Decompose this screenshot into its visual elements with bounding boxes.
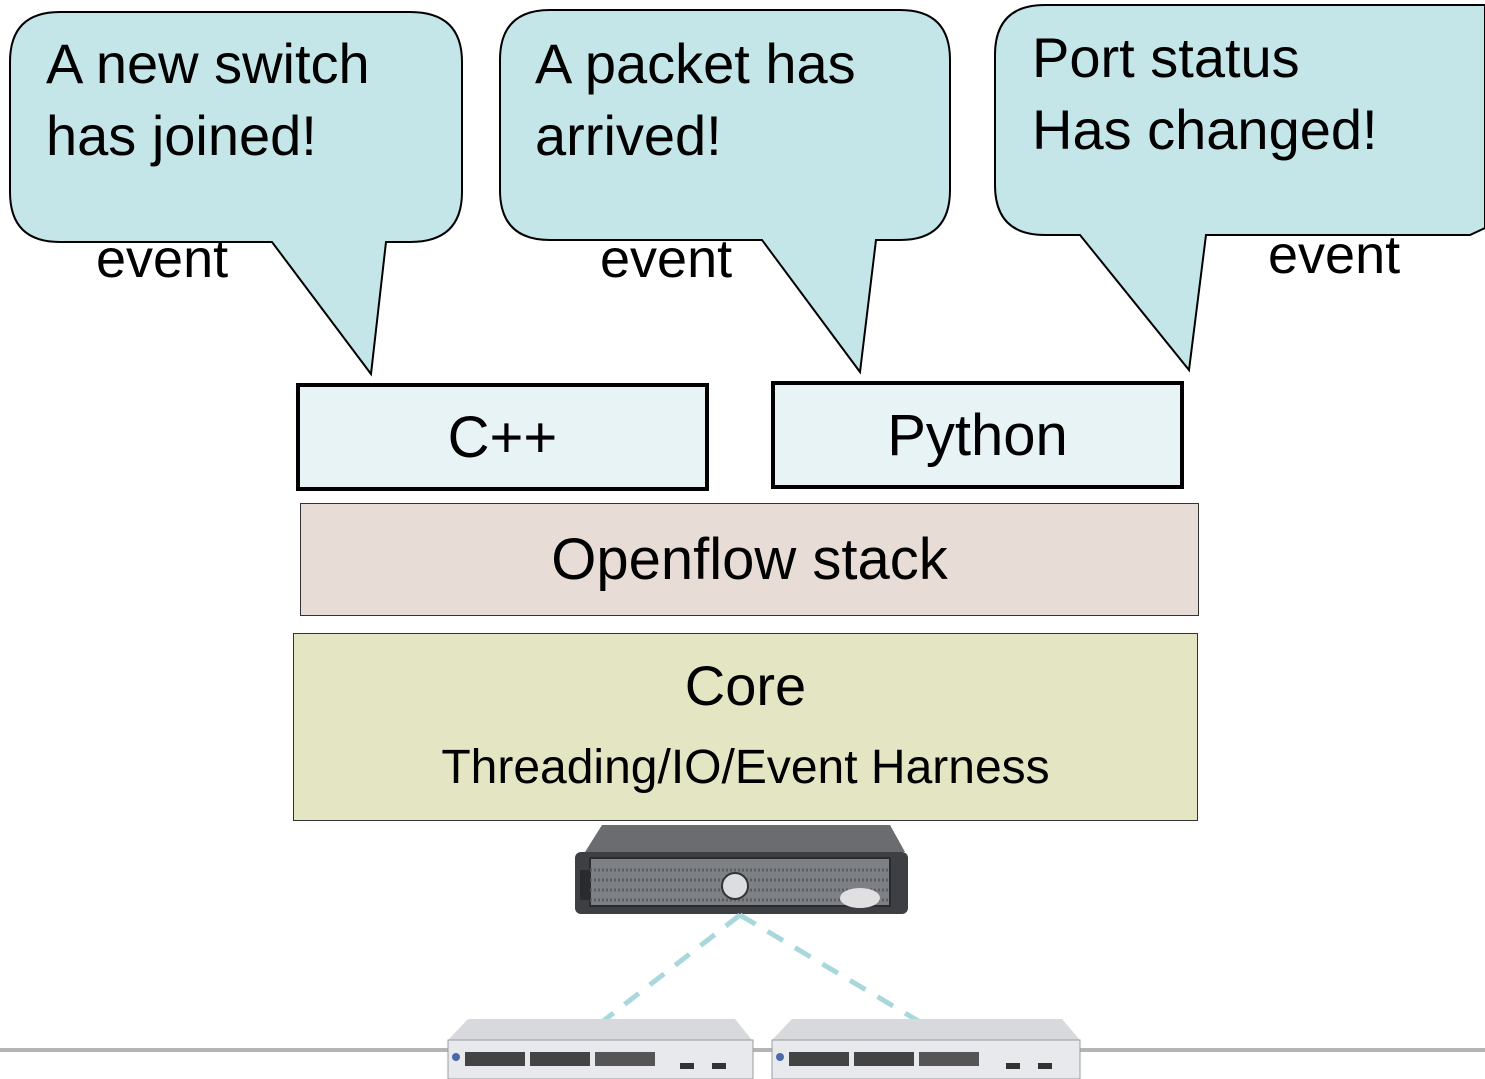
callout-text-new-switch: A new switch has joined! [46, 32, 370, 167]
callout-text-port-status: Port status Has changed! [1032, 26, 1378, 161]
cpp-label: C++ [447, 404, 558, 470]
switch-icon-right [771, 1019, 1081, 1079]
cpp-layer-box: C++ [296, 383, 709, 491]
callout-bubble-new-switch [9, 11, 463, 377]
server-icon [575, 825, 908, 914]
link-line-left [596, 913, 742, 1027]
event-label-2: event [600, 229, 733, 289]
core-subtitle: Threading/IO/Event Harness [441, 741, 1050, 794]
link-line-right [738, 912, 927, 1028]
event-label-1: event [96, 229, 229, 289]
callout-bubble-port-status [994, 4, 1485, 373]
switch-icon-left [447, 1019, 754, 1079]
callout-text-packet: A packet has arrived! [535, 32, 856, 167]
python-layer-box: Python [771, 381, 1184, 489]
event-label-3: event [1268, 225, 1401, 285]
callout-bubble-packet [499, 9, 951, 375]
python-label: Python [887, 402, 1068, 468]
core-title: Core [684, 654, 807, 717]
openflow-stack-box: Openflow stack [300, 503, 1199, 616]
core-layer-box: Core Threading/IO/Event Harness [293, 633, 1198, 821]
openflow-label: Openflow stack [551, 527, 948, 592]
